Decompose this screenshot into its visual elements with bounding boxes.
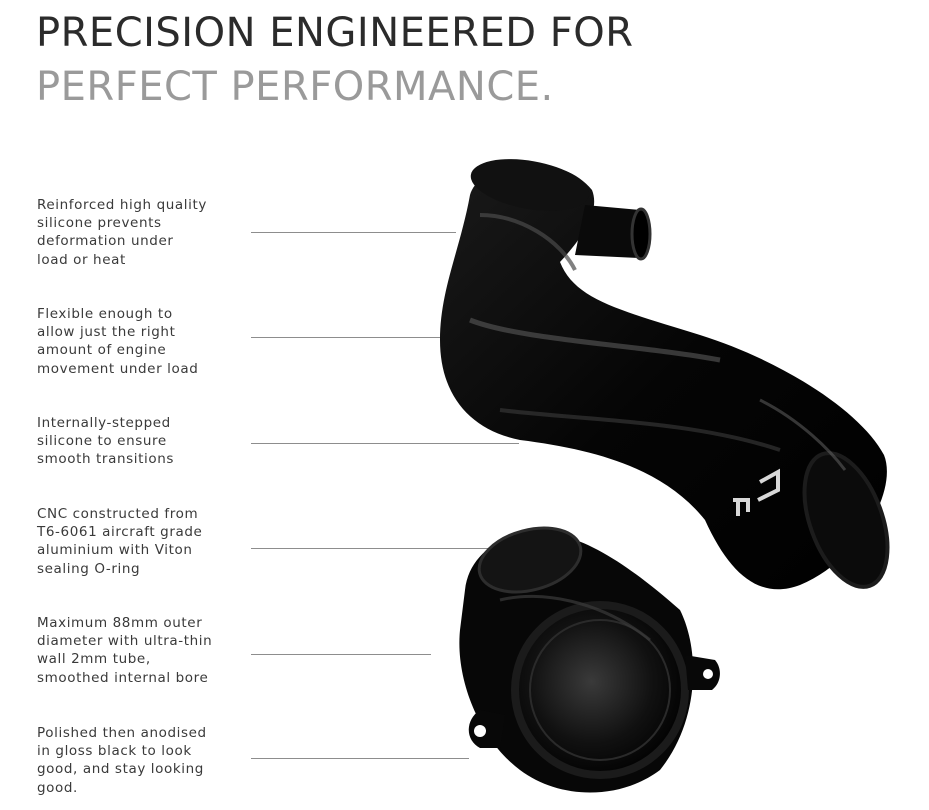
- feature-text: Polished then anodised in gloss black to…: [37, 725, 207, 796]
- silicone-hose: [440, 159, 890, 590]
- leader-line: [251, 548, 501, 549]
- leader-line: [251, 758, 469, 759]
- leader-line: [251, 443, 519, 444]
- leader-line: [251, 654, 431, 655]
- feature-text: Reinforced high quality silicone prevent…: [37, 197, 207, 268]
- headline: PRECISION ENGINEERED FOR PERFECT PERFORM…: [36, 6, 634, 114]
- feature-text: CNC constructed from T6-6061 aircraft gr…: [37, 506, 203, 577]
- logo-mark: [733, 468, 780, 516]
- leader-line: [251, 232, 456, 233]
- feature-item: Flexible enough to allow just the right …: [37, 305, 237, 378]
- feature-item: Polished then anodised in gloss black to…: [37, 724, 237, 797]
- feature-text: Maximum 88mm outer diameter with ultra-t…: [37, 615, 213, 686]
- aluminium-adapter: [459, 526, 720, 793]
- feature-text: Flexible enough to allow just the right …: [37, 306, 199, 377]
- feature-item: Internally-stepped silicone to ensure sm…: [37, 414, 237, 469]
- leader-line: [251, 337, 441, 338]
- product-illustration: [440, 159, 890, 793]
- feature-item: Reinforced high quality silicone prevent…: [37, 196, 237, 269]
- feature-text: Internally-stepped silicone to ensure sm…: [37, 415, 174, 468]
- feature-item: CNC constructed from T6-6061 aircraft gr…: [37, 505, 237, 578]
- feature-item: Maximum 88mm outer diameter with ultra-t…: [37, 614, 237, 687]
- headline-line-2: PERFECT PERFORMANCE.: [36, 64, 554, 110]
- headline-line-1: PRECISION ENGINEERED FOR: [36, 10, 634, 56]
